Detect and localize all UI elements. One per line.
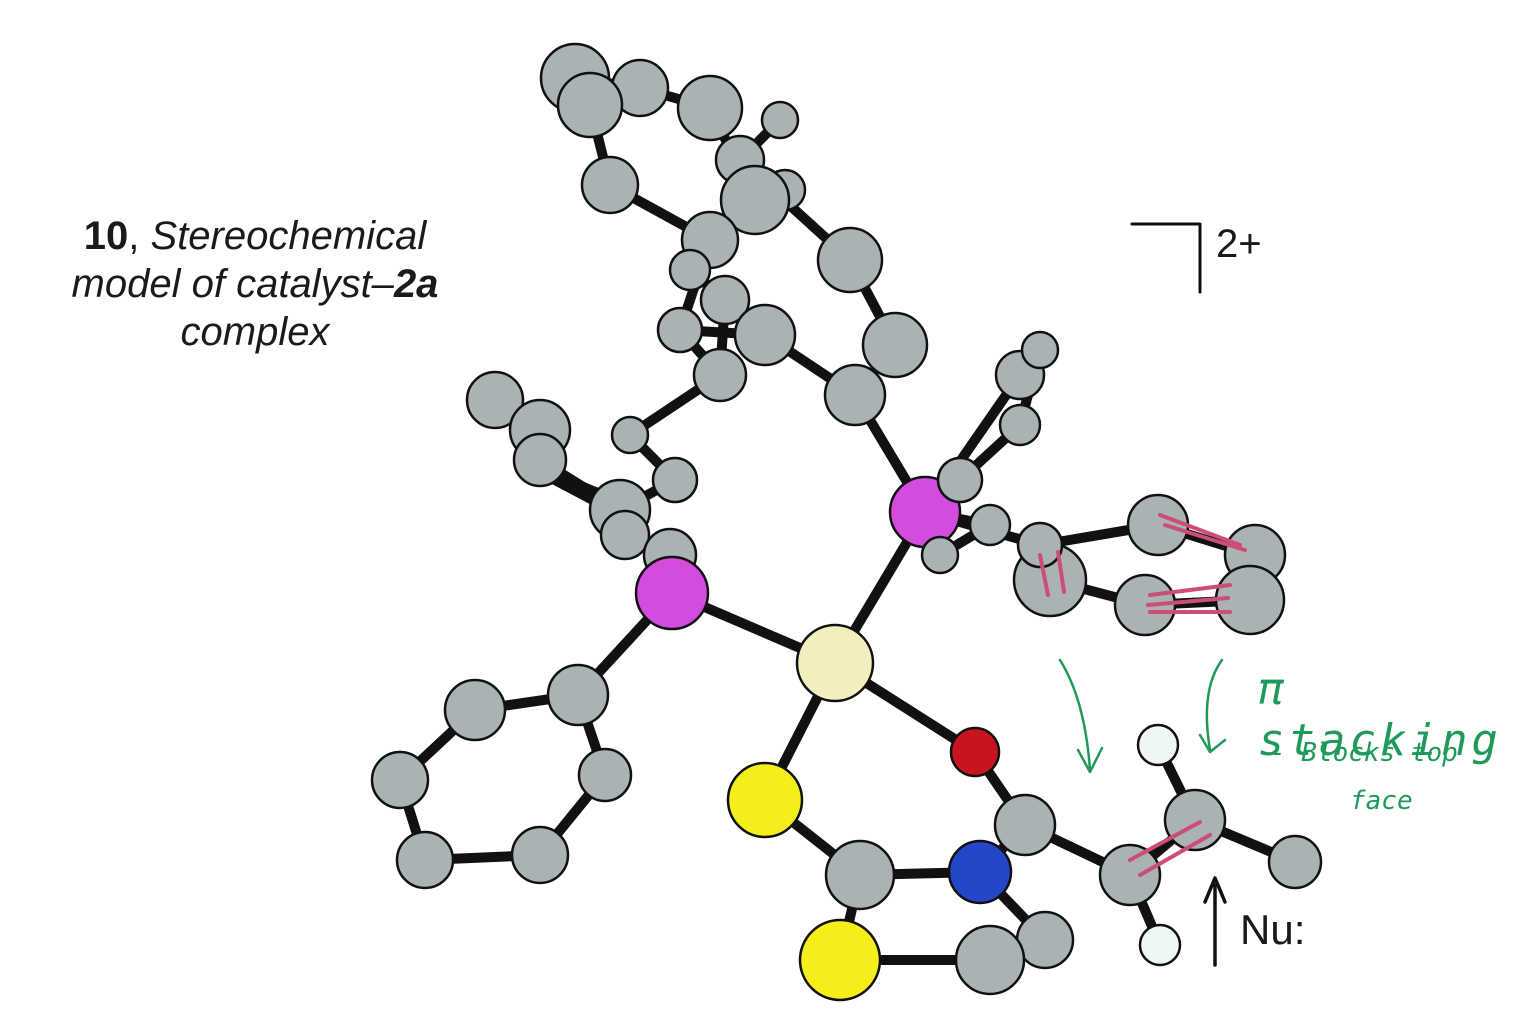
carbon-atom [1098,843,1162,907]
carbon-atom [936,456,984,504]
annotation-blocks-top: - Blocks top [1270,738,1458,768]
carbon-atom [1267,834,1323,890]
caption-text-1: Stereochemical [150,214,427,258]
pi-stacking-stroke [1146,596,1230,607]
carbon-atom [610,415,650,455]
caption-compound: 2a [393,262,439,306]
charge-bracket [1130,222,1202,294]
carbon-atom [651,456,699,504]
carbon-atom [1113,573,1177,637]
caption-line-2: model of catalyst–2a [20,260,490,308]
annotation-pi-stacking: π stacking [1258,664,1502,766]
carbon-atom [599,509,651,561]
carbon-atom [577,747,633,803]
atoms [370,42,1323,1002]
green-arrow-2 [1205,658,1224,752]
green-arrow-2-head [1198,733,1227,754]
phosphorus-atom [634,555,710,631]
caption-line-3: complex [20,308,490,356]
carbon-atom [1020,330,1060,370]
carbon-atom [656,306,704,354]
annotation-face: face [1350,786,1413,816]
nitrogen-atom [947,839,1013,905]
carbon-atom [993,793,1057,857]
caption-text-3: complex [180,310,330,354]
charge-label: 2+ [1216,222,1262,266]
pi-stacking-stroke [1158,513,1242,547]
carbon-atom [699,274,751,326]
carbon-atom [512,432,568,488]
carbon-atom [676,74,744,142]
green-arrow-1 [1058,658,1092,772]
sulfur-atom [726,761,804,839]
nucleophile-label: Nu: [1240,906,1306,953]
carbon-atom [1126,493,1190,557]
carbon-atom [920,535,960,575]
carbon-atom [692,347,748,403]
carbon-atom [1163,788,1227,852]
green-arrow-1-head [1076,746,1104,774]
metal-atom [795,623,875,703]
carbon-atom [719,164,791,236]
pi-stacking-stroke [1163,523,1247,552]
carbon-atom [1016,521,1064,569]
carbon-atom [443,678,507,742]
oxygen-atom [949,726,1001,778]
carbon-atom [816,226,884,294]
carbon-atom [861,311,929,379]
figure-caption: 10, Stereochemical model of catalyst–2a … [20,212,490,356]
carbon-atom [668,248,712,292]
pi-stacking-stroke [1128,820,1202,862]
carbon-atom [395,830,455,890]
carbon-atom [510,825,570,885]
carbon-atom [823,363,887,427]
arrows [1058,222,1227,967]
pi-stacking-marks [1038,513,1247,877]
sulfur-atom [798,918,882,1002]
carbon-atom [954,924,1026,996]
pi-stacking-stroke [1138,833,1212,877]
hydrogen-atom [1136,723,1180,767]
carbon-atom [370,750,430,810]
pi-stacking-stroke [1148,583,1232,597]
caption-line-1: 10, Stereochemical [20,212,490,260]
carbon-atom [968,503,1012,547]
carbon-atom [546,663,610,727]
caption-text-2: model of catalyst– [71,262,394,306]
carbon-atom [760,100,800,140]
carbon-atom [1015,910,1075,970]
carbon-atom [465,370,525,430]
nucleophile-arrow-head [1203,876,1227,904]
caption-sep: , [128,214,151,258]
pi-stacking-stroke [1038,553,1050,597]
carbon-atom [998,403,1042,447]
carbon-atom [824,839,896,911]
carbon-atom [556,71,624,139]
carbon-atom [580,155,640,215]
hydrogen-atom [1138,923,1182,967]
pi-stacking-stroke [1056,550,1066,594]
carbon-atom [733,303,797,367]
caption-number: 10 [83,214,129,258]
